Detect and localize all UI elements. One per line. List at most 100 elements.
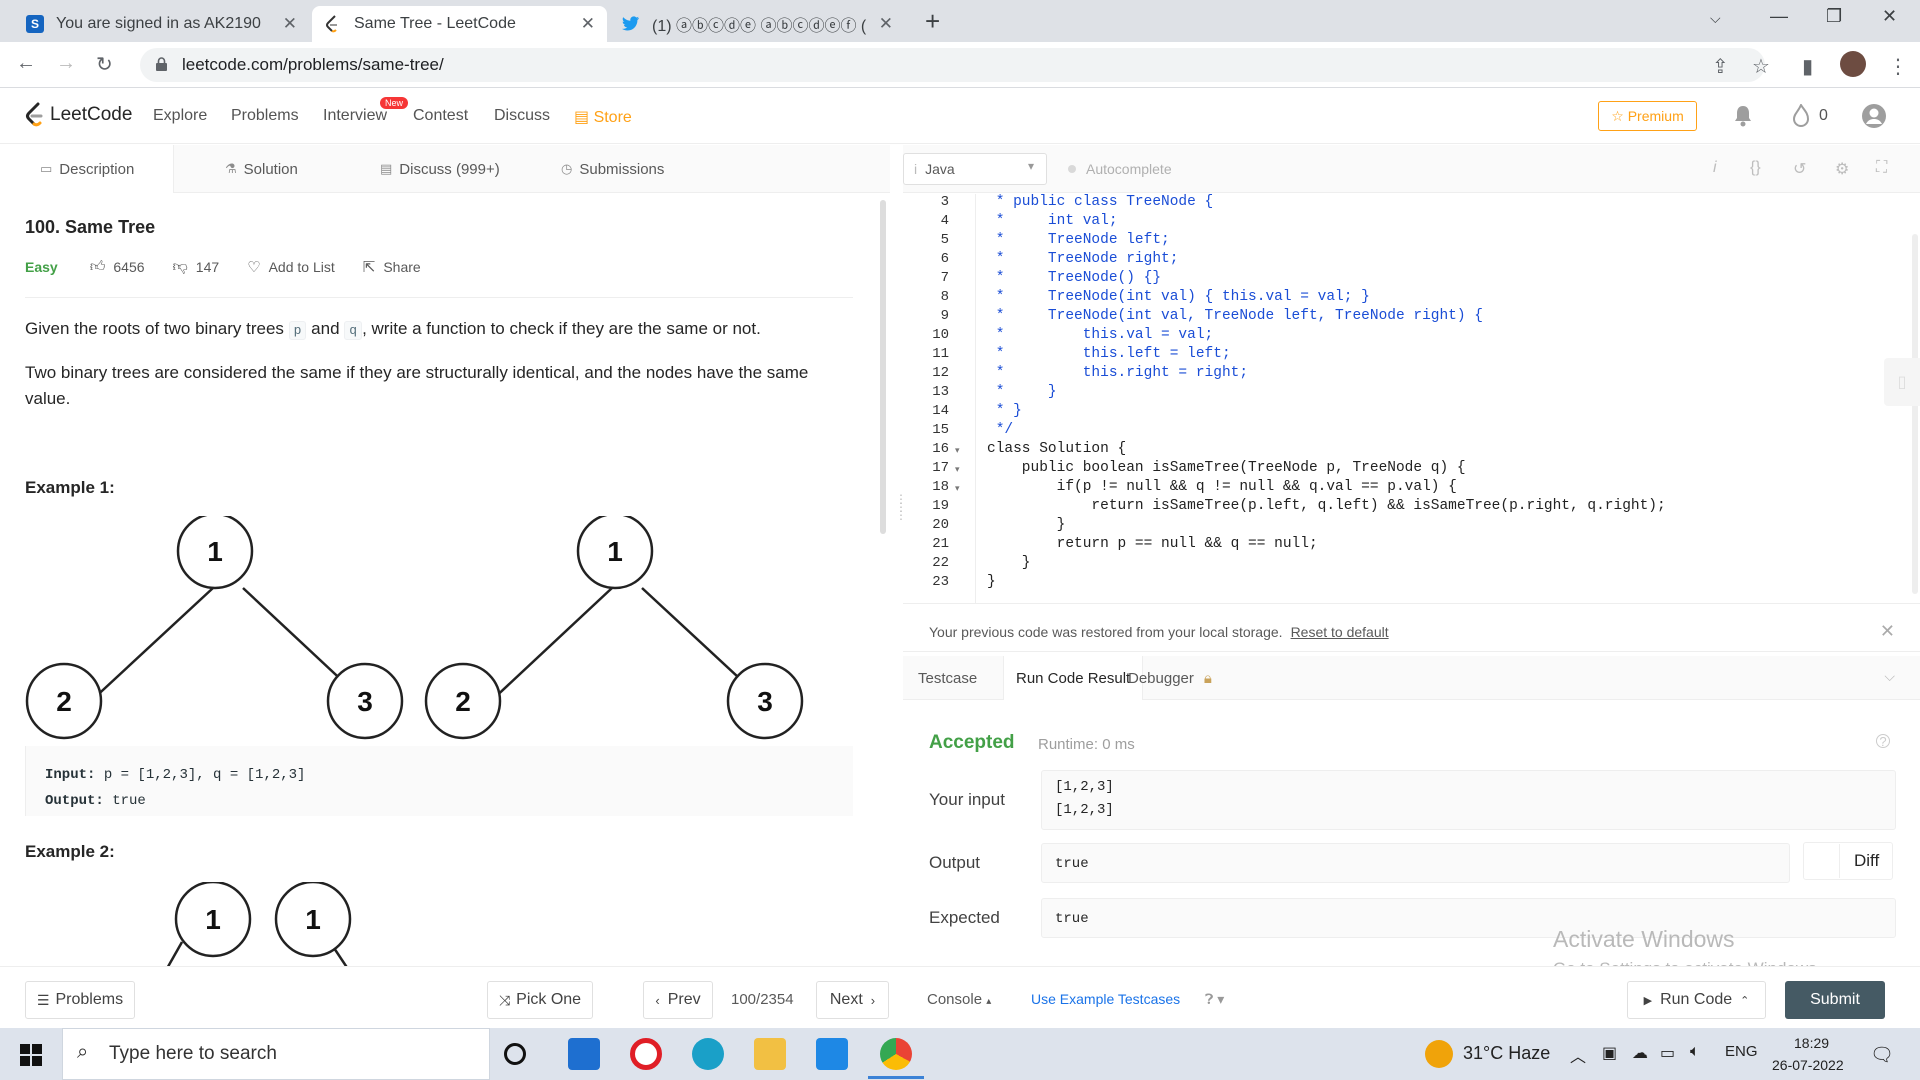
tab-testcase[interactable]: Testcase: [918, 669, 978, 687]
share-button[interactable]: ⇱Share: [363, 258, 421, 276]
edge-icon[interactable]: [692, 1038, 724, 1070]
nav-discuss[interactable]: Discuss: [494, 107, 551, 124]
nav-store[interactable]: ▤ Store: [574, 107, 632, 127]
weather-icon[interactable]: [1425, 1040, 1453, 1068]
info-icon[interactable]: i: [1713, 159, 1717, 176]
tab-debugger[interactable]: Debugger🔒︎: [1116, 656, 1224, 700]
language-indicator[interactable]: ENG: [1725, 1043, 1758, 1060]
mail-icon[interactable]: [816, 1038, 848, 1070]
dislike-button[interactable]: 👎︎147: [173, 258, 220, 276]
forward-icon[interactable]: →: [56, 52, 76, 74]
problems-button[interactable]: ☰Problems: [25, 981, 135, 1019]
editor-scrollbar[interactable]: [1912, 234, 1918, 594]
help-dropdown-icon[interactable]: ❓︎ ▾: [1205, 991, 1225, 1007]
code-line: * }: [987, 403, 1022, 419]
description-scrollbar[interactable]: [880, 200, 886, 534]
nav-contest[interactable]: Contest: [413, 107, 469, 124]
run-code-button[interactable]: ▶Run Code⌃: [1627, 981, 1766, 1019]
ms-store-icon[interactable]: [568, 1038, 600, 1070]
result-tabs: Testcase Run Code Result Debugger🔒︎ ⌵: [903, 656, 1920, 700]
fold-arrow-icon[interactable]: ▾: [955, 483, 960, 493]
profile-avatar[interactable]: [1840, 51, 1866, 77]
tab-search-chevron-icon[interactable]: ⌵: [1710, 10, 1721, 26]
line-number: 13: [932, 384, 949, 400]
tray-chevron-icon[interactable]: ︿: [1570, 1049, 1587, 1066]
close-tab-icon[interactable]: ✕: [580, 14, 595, 33]
close-icon[interactable]: ✕: [1879, 621, 1895, 641]
battery-icon[interactable]: ▭: [1660, 1045, 1676, 1062]
nav-explore[interactable]: Explore: [153, 107, 208, 124]
heart-icon: ♡: [247, 259, 261, 276]
browser-tab-signed-in[interactable]: S You are signed in as AK2190 ✕: [14, 6, 309, 42]
reset-icon[interactable]: ↺: [1793, 161, 1807, 178]
side-note-icon[interactable]: ▯: [1884, 358, 1920, 406]
submit-button[interactable]: Submit: [1785, 981, 1885, 1019]
autocomplete-toggle[interactable]: Autocomplete: [1068, 161, 1172, 177]
console-toggle[interactable]: Console ▴: [927, 991, 991, 1008]
task-view-icon[interactable]: [504, 1043, 526, 1065]
browser-tab-twitter[interactable]: (1) ⓐⓑⓒⓓⓔ ⓐⓑⓒⓓⓔⓕ (@priy ✕: [610, 6, 905, 42]
close-window-icon[interactable]: ✕: [1882, 6, 1898, 26]
url-text: leetcode.com/problems/same-tree/: [182, 55, 444, 74]
nav-problems[interactable]: Problems: [231, 107, 299, 124]
file-explorer-icon[interactable]: [754, 1038, 786, 1070]
reset-to-default-link[interactable]: Reset to default: [1290, 623, 1389, 640]
leetcode-logo[interactable]: LeetCode: [24, 102, 132, 128]
like-button[interactable]: 👍︎6456: [90, 258, 145, 276]
close-tab-icon[interactable]: ✕: [282, 14, 297, 33]
premium-button[interactable]: ☆ Premium: [1598, 101, 1697, 131]
prev-button[interactable]: ‹Prev: [643, 981, 713, 1019]
tab-solution[interactable]: ⚗Solution: [225, 145, 298, 193]
fold-arrow-icon[interactable]: ▾: [955, 445, 960, 455]
add-to-list-button[interactable]: ♡ Add to List: [247, 258, 335, 276]
windows-start-icon[interactable]: [20, 1044, 42, 1066]
tray-app-icon[interactable]: ▣: [1602, 1045, 1618, 1062]
tab-discuss[interactable]: ▤Discuss (999+): [380, 145, 500, 193]
info-icon: i: [914, 161, 918, 177]
opera-icon[interactable]: [630, 1038, 662, 1070]
coins-flame-icon[interactable]: [1792, 104, 1810, 128]
volume-icon[interactable]: 🔈︎: [1690, 1043, 1700, 1060]
next-button[interactable]: Next›: [816, 981, 889, 1019]
line-number: 10: [932, 327, 949, 343]
fullscreen-icon[interactable]: ⛶: [1876, 159, 1888, 176]
url-field[interactable]: leetcode.com/problems/same-tree/: [140, 48, 1765, 82]
reload-icon[interactable]: ↻: [96, 54, 113, 76]
clock-time[interactable]: 18:29: [1794, 1035, 1830, 1051]
diff-switch: [1806, 844, 1840, 878]
settings-gear-icon[interactable]: ⚙: [1835, 161, 1850, 178]
minimize-icon[interactable]: —: [1770, 6, 1788, 26]
taskbar-search[interactable]: ⌕ Type here to search: [62, 1028, 490, 1080]
close-tab-icon[interactable]: ✕: [878, 14, 893, 33]
side-panel-icon[interactable]: ▮: [1802, 56, 1814, 78]
premium-label: Premium: [1627, 108, 1684, 124]
cloud-icon[interactable]: ☁: [1632, 1045, 1648, 1062]
fold-arrow-icon[interactable]: ▾: [955, 464, 960, 474]
use-example-testcases-link[interactable]: Use Example Testcases: [1031, 991, 1181, 1007]
diff-toggle[interactable]: Diff: [1803, 842, 1893, 880]
pick-one-button[interactable]: ⤨Pick One: [487, 981, 593, 1019]
collapse-chevron-icon[interactable]: ⌵: [1884, 668, 1895, 684]
user-avatar-icon[interactable]: [1861, 103, 1887, 129]
share-icon[interactable]: ⇪: [1712, 56, 1729, 78]
braces-icon[interactable]: {}: [1750, 159, 1761, 176]
bell-icon[interactable]: [1733, 105, 1753, 127]
description-icon: ▭: [40, 161, 53, 176]
bookmark-star-icon[interactable]: ☆: [1752, 56, 1770, 78]
browser-menu-icon[interactable]: ⋮: [1888, 56, 1908, 78]
clock-date[interactable]: 26-07-2022: [1772, 1057, 1844, 1073]
help-icon[interactable]: ?: [1876, 734, 1890, 748]
restore-window-icon[interactable]: ❐: [1826, 6, 1843, 26]
new-tab-icon[interactable]: +: [925, 6, 941, 36]
tab-run-code-result[interactable]: Run Code Result: [1003, 656, 1144, 700]
notifications-icon[interactable]: 🗨︎: [1870, 1045, 1895, 1066]
nav-interview[interactable]: Interview: [323, 107, 388, 124]
browser-tab-same-tree[interactable]: Same Tree - LeetCode ✕: [312, 6, 607, 42]
chrome-icon[interactable]: [880, 1038, 912, 1070]
tab-submissions[interactable]: ◷Submissions: [561, 145, 664, 193]
add-to-list-label: Add to List: [268, 259, 335, 275]
back-icon[interactable]: ←: [16, 52, 36, 74]
tab-description[interactable]: ▭Description: [0, 145, 174, 193]
